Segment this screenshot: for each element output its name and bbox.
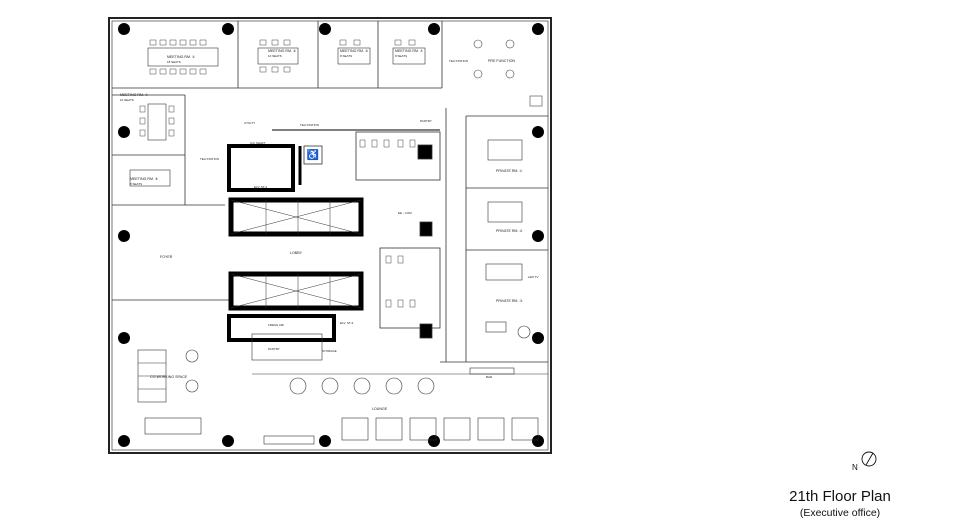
label-pantry-top: PANTRY (420, 119, 432, 123)
label-utility: UTILITY (244, 121, 255, 125)
compass-label: N (852, 463, 858, 472)
label-elv-2: ELV. ST-3 (340, 321, 354, 325)
label-pantry-bottom: PANTRY (268, 347, 280, 351)
label-meeting-1: MEETING RM. ① (167, 55, 196, 59)
private-room-walls (440, 108, 548, 363)
label-meeting-6: MEETING RM. ⑥ (130, 177, 159, 181)
label-lounge: LOUNGE (372, 407, 388, 411)
label-elv-1: ELV. ST-2 (254, 185, 268, 189)
label-fresh-air: FRESH AIR (268, 323, 285, 327)
label-bar: BAR (486, 375, 493, 379)
label-tea-station-right: TEA STATION (300, 123, 319, 127)
label-meeting-6-seats: 8 SEATS (130, 182, 142, 186)
label-meeting-5-seats: 10 SEATS (120, 98, 134, 102)
label-storage: STORAGE (322, 349, 337, 353)
label-private-3: PRIVATE RM. ③ (496, 299, 523, 303)
core-walls (227, 129, 440, 342)
lounge-furniture (252, 367, 548, 441)
label-led-tv: LED TV (528, 275, 538, 279)
label-foyer: FOYER (160, 255, 173, 259)
label-meeting-4-seats: 8 SEATS (395, 54, 407, 58)
meeting-room-walls (112, 21, 443, 301)
label-meeting-2-seats: 10 SEATS (268, 54, 282, 58)
label-meeting-2: MEETING RM. ② (268, 49, 297, 53)
label-meeting-4: MEETING RM. ④ (395, 49, 424, 53)
meeting-tables (129, 47, 426, 187)
label-ee-com: EE - COM (398, 211, 412, 215)
label-pre-function: PRE FUNCTION (488, 59, 515, 63)
restroom-fixtures (359, 139, 416, 308)
outer-envelope (108, 17, 552, 454)
label-meeting-1-seats: 18 SEATS (167, 60, 181, 64)
label-private-1: PRIVATE RM. ① (496, 169, 523, 173)
label-meeting-3: MEETING RM. ③ (340, 49, 369, 53)
label-meeting-5: MEETING RM. ⑤ (120, 93, 149, 97)
restroom-walls (303, 131, 441, 339)
meeting-chairs (139, 39, 416, 137)
elevator-cars (230, 199, 362, 309)
plan-subtitle: (Executive office) (799, 507, 881, 519)
plan-title: 21th Floor Plan (789, 488, 891, 505)
private-room-tables (485, 139, 531, 339)
label-co-working: CO-WORKING SPACE (150, 375, 188, 379)
north-arrow-icon (861, 451, 877, 467)
structural-columns (118, 23, 544, 447)
co-working-furniture (137, 333, 323, 445)
label-lobby: LOBBY (290, 251, 303, 255)
room-labels: MEETING RM. ① 18 SEATS MEETING RM. ② 10 … (120, 49, 538, 411)
pre-function-furniture (473, 39, 543, 107)
label-meeting-3-seats: 8 SEATS (340, 54, 352, 58)
accessible-icon: ♿ (307, 148, 319, 161)
label-tea-station-left: TEA STATION (200, 157, 219, 161)
label-tea-station-top: TEA STATION (449, 59, 468, 63)
label-ac-shaft: A/C SHAFT (250, 141, 266, 145)
label-private-2: PRIVATE RM. ② (496, 229, 523, 233)
